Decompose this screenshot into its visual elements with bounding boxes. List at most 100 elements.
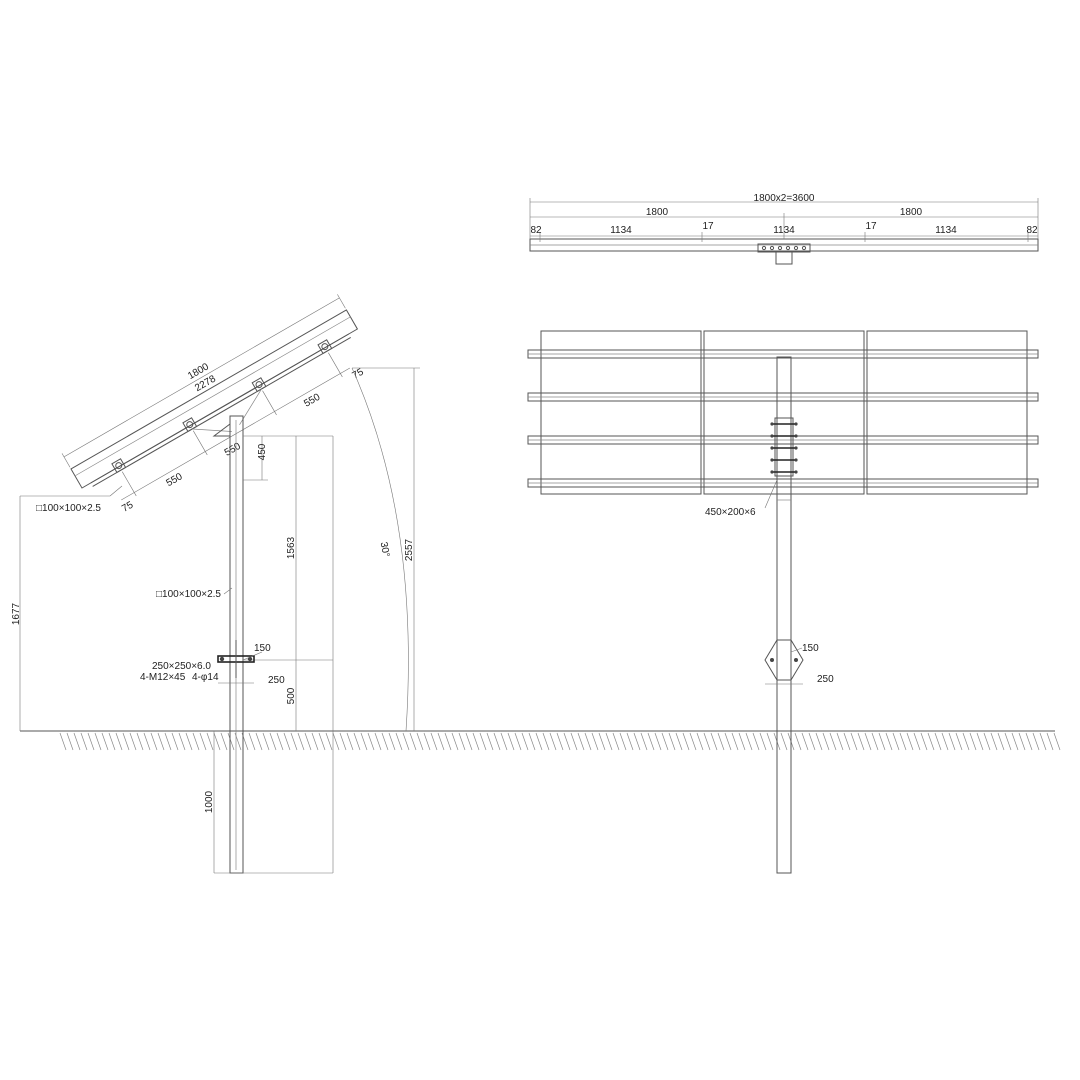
hatch-line: [696, 732, 704, 751]
top-edge-right-dim: 82: [1026, 225, 1038, 236]
hatch-line: [479, 732, 487, 751]
flange-width-dim: 150: [254, 643, 271, 654]
connector-hole: [785, 245, 791, 251]
total-height-dim: 2557: [404, 538, 415, 561]
hatch-line: [486, 732, 494, 751]
hatch-line: [661, 732, 669, 751]
hatch-line: [801, 732, 809, 751]
hatch-line: [423, 732, 431, 751]
hatch-line: [752, 732, 760, 751]
hatch-line: [682, 732, 690, 751]
top-connector-holes: [761, 245, 807, 251]
hatch-line: [276, 732, 284, 751]
hatch-line: [647, 732, 655, 751]
hatch-line: [353, 732, 361, 751]
hatch-line: [927, 732, 935, 751]
connector-hole: [761, 245, 767, 251]
hatch-line: [381, 732, 389, 751]
hatch-line: [570, 732, 578, 751]
flange-length-dim: 250: [268, 675, 285, 686]
hatch-line: [255, 732, 263, 751]
top-span-3-dim: 1134: [935, 225, 957, 236]
hatch-line: [626, 732, 634, 751]
connector-hole: [793, 245, 799, 251]
hatch-line: [843, 732, 851, 751]
top-span-1-dim: 1134: [610, 225, 632, 236]
hatch-line: [115, 732, 123, 751]
edge-upper-dim: 75: [351, 366, 367, 381]
hatch-line: [500, 732, 508, 751]
hatch-line: [374, 732, 382, 751]
hatch-line: [619, 732, 627, 751]
hatch-line: [962, 732, 970, 751]
hatch-line: [983, 732, 991, 751]
hatch-line: [444, 732, 452, 751]
hatch-line: [766, 732, 774, 751]
purlin-clamp: [317, 339, 333, 355]
hatch-line: [612, 732, 620, 751]
hatch-line: [794, 732, 802, 751]
hatch-line: [745, 732, 753, 751]
hatch-line: [738, 732, 746, 751]
hatch-line: [815, 732, 823, 751]
hatch-line: [136, 732, 144, 751]
hatch-line: [493, 732, 501, 751]
top-half-right-dim: 1800: [900, 207, 923, 218]
hatch-line: [934, 732, 942, 751]
top-view: 1800x2=3600 1800 1800 82 1134 17 1134 17…: [529, 193, 1039, 265]
hatch-line: [157, 732, 165, 751]
hatch-line: [976, 732, 984, 751]
top-total-dim: 1800x2=3600: [754, 193, 815, 204]
hatch-line: [402, 732, 410, 751]
brace-length-dim: 550: [223, 441, 243, 459]
tilt-angle-dim: 30°: [378, 541, 391, 558]
hatch-line: [171, 732, 179, 751]
embed-depth-dim: 1000: [204, 790, 215, 813]
hatch-line: [248, 732, 256, 751]
hatch-line: [94, 732, 102, 751]
hatch-line: [269, 732, 277, 751]
hatch-line: [514, 732, 522, 751]
flange-plate: [217, 640, 255, 678]
post-section-label: □100×100×2.5: [156, 589, 221, 600]
tilt-arc: [351, 367, 409, 732]
hatch-line: [668, 732, 676, 751]
hatch-line: [108, 732, 116, 751]
front-rails: [527, 349, 1039, 488]
hatch-line: [577, 732, 585, 751]
hatch-line: [822, 732, 830, 751]
hatch-line: [780, 732, 788, 751]
hatch-line: [1032, 732, 1040, 751]
hatch-line: [878, 732, 886, 751]
hatch-line: [346, 732, 354, 751]
panel-right: [866, 330, 1028, 495]
hatch-line: [542, 732, 550, 751]
hatch-line: [892, 732, 900, 751]
top-gap-right-dim: 17: [865, 221, 877, 232]
hatch-line: [458, 732, 466, 751]
hatch-line: [290, 732, 298, 751]
hatch-line: [920, 732, 928, 751]
ground: [20, 730, 1061, 751]
hatch-line: [605, 732, 613, 751]
hatch-line: [430, 732, 438, 751]
hatch-line: [388, 732, 396, 751]
hatch-line: [325, 732, 333, 751]
tilted-panel: 1800 2278 550 550 75 75: [61, 294, 367, 515]
connector-plate-label: 450×200×6: [705, 507, 756, 518]
hatch-line: [437, 732, 445, 751]
edge-lower-dim: 75: [120, 499, 136, 514]
hatch-line: [549, 732, 557, 751]
hatch-line: [556, 732, 564, 751]
hatch-line: [899, 732, 907, 751]
top-edge-left-dim: 82: [530, 225, 542, 236]
top-bracket: [212, 423, 231, 437]
hatch-line: [472, 732, 480, 751]
hatch-line: [1011, 732, 1019, 751]
hatch-line: [178, 732, 186, 751]
hatch-line: [598, 732, 606, 751]
top-span-2-dim: 1134: [773, 225, 795, 236]
purlin-gap-upper-dim: 550: [302, 392, 322, 410]
hatch-line: [997, 732, 1005, 751]
